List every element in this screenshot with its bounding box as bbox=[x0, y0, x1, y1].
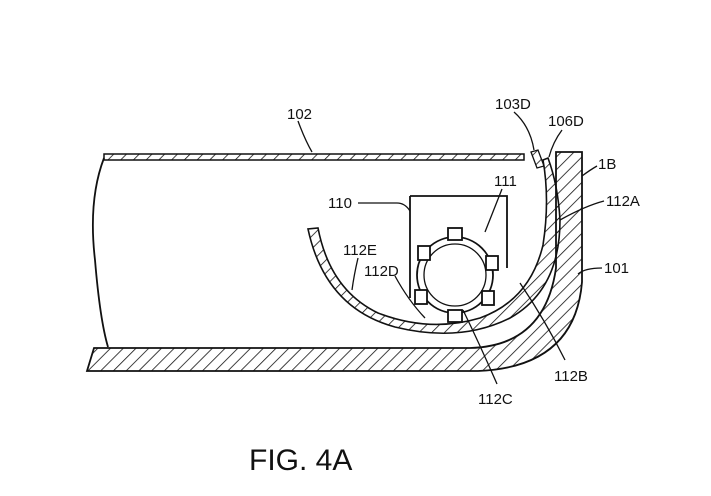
label-111: 111 bbox=[494, 173, 517, 190]
label-1b: 1B bbox=[598, 156, 616, 173]
flexible-sheet-112 bbox=[307, 156, 561, 335]
display-layer-102 bbox=[103, 153, 525, 161]
label-112e: 112E bbox=[343, 242, 377, 259]
label-112d: 112D bbox=[364, 263, 399, 280]
element-103d bbox=[530, 149, 545, 169]
label-110: 110 bbox=[328, 195, 352, 212]
label-112b: 112B bbox=[554, 368, 588, 385]
label-101: 101 bbox=[604, 260, 629, 277]
housing-101 bbox=[85, 151, 583, 372]
figure-caption: FIG. 4A bbox=[249, 444, 352, 477]
label-103d: 103D bbox=[495, 96, 531, 113]
label-106d: 106D bbox=[548, 113, 584, 130]
leader-lines bbox=[297, 111, 605, 385]
roller-gear bbox=[414, 227, 499, 323]
bracket-110 bbox=[409, 195, 508, 298]
housing-left-edge bbox=[91, 157, 109, 348]
label-112c: 112C bbox=[478, 391, 513, 408]
label-112a: 112A bbox=[606, 193, 640, 210]
label-102: 102 bbox=[287, 106, 312, 123]
